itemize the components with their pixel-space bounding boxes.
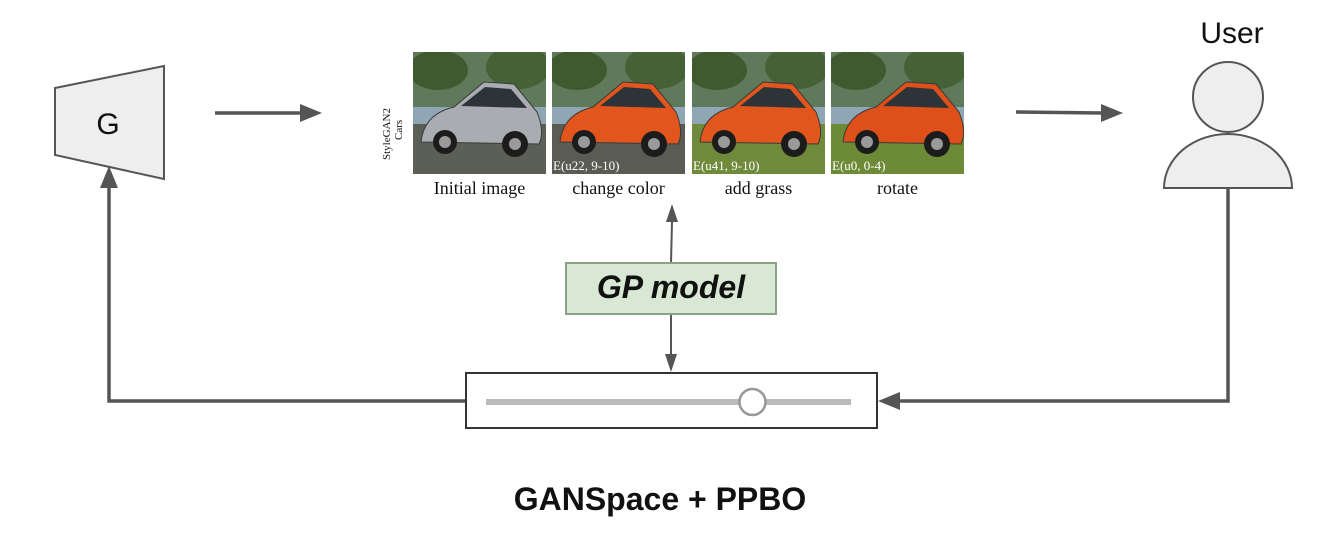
image-overlay-label: E(u22, 9-10)	[553, 158, 619, 173]
car-rim	[861, 136, 873, 148]
image-tree	[413, 52, 468, 90]
car-image-4	[831, 52, 964, 174]
gp-model-rect	[565, 262, 777, 315]
arrow-generator-to-images	[215, 104, 322, 122]
image-overlay-label: E(u41, 9-10)	[693, 158, 759, 173]
arrow-slider-to-generator	[100, 166, 466, 403]
user-body-icon	[1162, 133, 1294, 189]
car-window	[883, 87, 949, 108]
car-image-2	[552, 52, 685, 174]
arrow-user-to-slider	[878, 188, 1230, 410]
gp-model-box: GP model	[565, 262, 777, 315]
image-tree	[765, 52, 825, 89]
image-caption: Initial image	[434, 178, 525, 198]
car-window	[740, 87, 806, 108]
image-overlay-label: E(u0, 0-4)	[832, 158, 885, 173]
gp-model-label: GP model	[597, 269, 746, 305]
user-block: User	[1162, 17, 1294, 189]
user-head-icon	[1192, 61, 1264, 133]
car-rim	[439, 136, 451, 148]
car-window	[600, 87, 666, 108]
image-tree	[552, 52, 607, 90]
car-rim	[509, 138, 521, 150]
slider-thumb[interactable]	[738, 387, 767, 417]
arrow-images-to-user	[1015, 104, 1123, 122]
image-tree	[904, 52, 964, 89]
preference-slider[interactable]	[465, 372, 878, 429]
car-image-3	[692, 52, 825, 174]
image-tree	[486, 52, 546, 89]
image-strip: Initial image E(u22, 9-10) change color E(u…	[413, 52, 964, 198]
generator-label: G	[96, 108, 119, 141]
car-window	[461, 87, 527, 108]
car-rim	[578, 136, 590, 148]
user-label: User	[1200, 17, 1263, 50]
image-caption: change color	[572, 178, 664, 198]
arrow-gp-to-slider	[665, 314, 677, 372]
image-caption: rotate	[877, 178, 918, 198]
car-rim	[648, 138, 660, 150]
car-rim	[788, 138, 800, 150]
diagram-title: GANSpace + PPBO	[514, 481, 807, 517]
image-tree	[831, 52, 886, 90]
dataset-label-line1: StyleGAN2	[381, 108, 393, 160]
image-tree	[625, 52, 685, 89]
dataset-label-line2: Cars	[393, 120, 405, 140]
car-image-1	[413, 52, 546, 174]
car-rim	[718, 136, 730, 148]
car-rim	[931, 138, 943, 150]
image-tree	[692, 52, 747, 90]
image-caption: add grass	[725, 178, 792, 198]
arrow-gp-to-images	[666, 204, 678, 264]
generator-block: G	[54, 64, 165, 181]
dataset-label: StyleGAN2 Cars	[381, 108, 405, 160]
generator-shape	[54, 64, 165, 181]
